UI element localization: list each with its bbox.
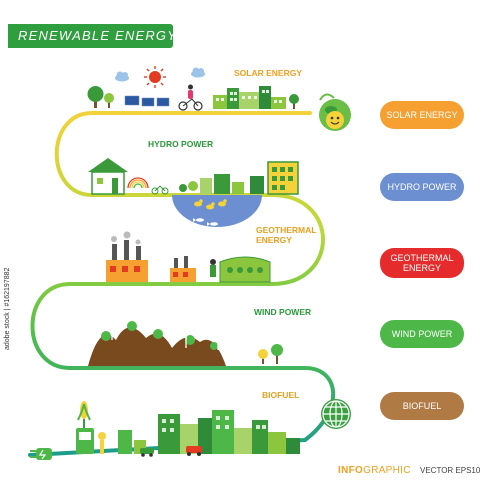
building-icon: [118, 410, 300, 454]
title-banner: [8, 24, 173, 48]
pill-solar: SOLAR ENERGY: [380, 101, 464, 129]
building-icon: [213, 86, 286, 109]
pill-geothermal: GEOTHERMAL ENERGY: [380, 248, 464, 278]
footer-vector: VECTOR EPS10: [420, 466, 481, 475]
plug-icon: [30, 448, 52, 460]
page-title: RENEWABLE ENERGY: [18, 28, 178, 43]
rainbow-icon: [127, 177, 149, 189]
building-icon: [200, 161, 299, 195]
duck-icon: [194, 199, 227, 210]
pill-geothermal-line1: GEOTHERMAL: [390, 253, 454, 263]
section-label-wind: WIND POWER: [254, 307, 312, 317]
solar-panel-icon: [124, 95, 170, 107]
section-label-geothermal-line1: GEOTHERMAL: [256, 225, 317, 235]
tree-icon: [87, 86, 114, 108]
wind-turbine-icon: [101, 299, 227, 350]
section-label-solar: SOLAR ENERGY: [234, 68, 303, 78]
farmer-icon: [210, 259, 216, 277]
pill-geothermal-line2: ENERGY: [402, 263, 441, 273]
section-label-hydro: HYDRO POWER: [148, 139, 214, 149]
cloud-icon: [115, 67, 205, 82]
sun-icon: [144, 66, 166, 88]
pill-biofuel: BIOFUEL: [380, 392, 464, 420]
bicycle-icon: [151, 185, 169, 195]
pill-wind: WIND POWER: [380, 320, 464, 348]
section-label-geothermal-line2: ENERGY: [256, 235, 292, 245]
energy-road: [28, 111, 336, 457]
footer-info-highlight: INFO: [338, 465, 364, 476]
tree-icon: [179, 181, 198, 192]
footer-infographic: INFOGRAPHIC: [338, 465, 411, 476]
fuel-pump-icon: [76, 428, 106, 454]
house-icon: [88, 158, 128, 195]
section-label-geothermal: GEOTHERMAL ENERGY: [256, 225, 316, 245]
hills: [88, 327, 226, 366]
cyclist-icon: [178, 84, 203, 111]
stock-watermark: adobe stock | #162197882: [4, 267, 11, 350]
tree-icon: [289, 94, 299, 109]
pill-hydro: HYDRO POWER: [380, 173, 464, 201]
section-label-biofuel: BIOFUEL: [262, 390, 300, 400]
tree-icon: [258, 344, 283, 364]
fish-icon: [193, 218, 218, 226]
footer-info-rest: GRAPHIC: [363, 465, 411, 476]
greenhouse-icon: [219, 256, 271, 283]
globe-icon: [321, 399, 351, 429]
lightbulb-globe-icon: [319, 93, 351, 131]
car-icon: [140, 446, 202, 457]
factory-icon: [106, 231, 196, 282]
tree-icon: [101, 321, 218, 350]
lake: [172, 195, 262, 227]
